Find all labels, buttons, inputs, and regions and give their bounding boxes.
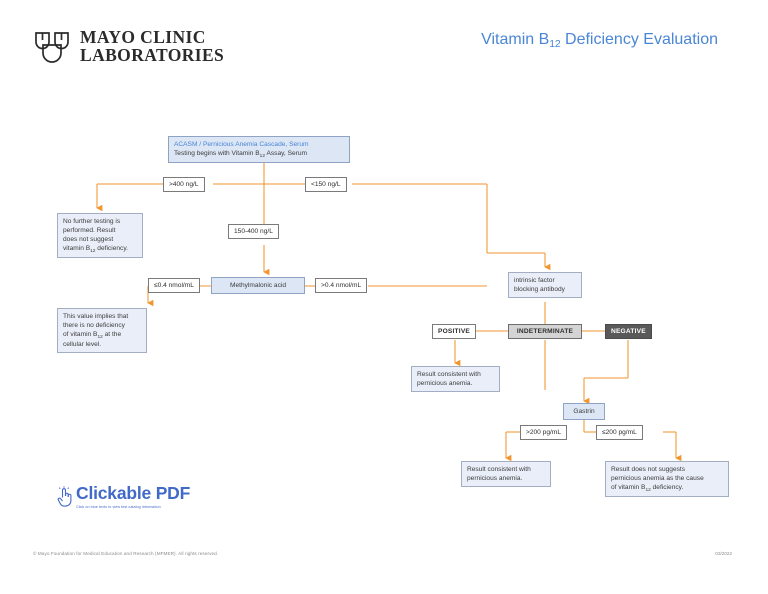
logo-wordmark: MAYO CLINIC LABORATORIES [80, 27, 225, 65]
label-ifba-negative: NEGATIVE [605, 324, 652, 339]
result-cellular-line-3: of vitamin B12 at the [63, 330, 141, 340]
clickable-pdf-notice[interactable]: Clickable PDF Click on blue texts to vie… [57, 484, 190, 510]
node-result-no-cellular-deficiency: This value implies that there is no defi… [57, 308, 147, 353]
result-not-pa-line-3-suffix: deficiency. [650, 484, 684, 491]
result-cellular-line-1: This value implies that [63, 313, 129, 320]
label-ifba-indeterminate: INDETERMINATE [508, 324, 582, 339]
node-root-desc-suffix: Assay, Serum [265, 150, 308, 157]
result-pa-gastrin-line-1: Result consistent with [467, 466, 531, 473]
node-gastrin-label: Gastrin [573, 408, 595, 415]
node-methylmalonic-acid[interactable]: Methylmalonic acid [211, 277, 305, 294]
ifba-line-2: blocking antibody [514, 286, 565, 293]
label-gastrin-high: >200 pg/mL [520, 425, 568, 440]
node-gastrin[interactable]: Gastrin [563, 403, 605, 420]
node-root-cascade[interactable]: ACASM / Pernicious Anemia Cascade, Serum… [168, 136, 350, 163]
logo-line-2: LABORATORIES [80, 44, 225, 65]
result-cellular-line-3-suffix: at the [102, 331, 122, 338]
node-root-desc-prefix: Testing begins with Vitamin B [174, 150, 260, 157]
label-mma-low: ≤0.4 nmol/mL [148, 278, 200, 293]
result-cellular-line-2: there is no deficiency [63, 322, 125, 329]
result-not-pa-line-3-sub: 12 [645, 487, 651, 493]
result-pa-positive-line-1: Result consistent with [417, 371, 481, 378]
logo-line-1: MAYO CLINIC [80, 27, 206, 47]
clickable-pdf-subtitle: Click on blue texts to view test catalog… [76, 505, 161, 509]
result-pa-positive-line-2: pernicious anemia. [417, 380, 473, 387]
node-result-no-further-testing: No further testing is performed. Result … [57, 213, 143, 258]
result-no-further-line-4-sub: 12 [90, 248, 96, 254]
result-cellular-line-4: cellular level. [63, 341, 102, 348]
page-title-subscript: 12 [549, 38, 561, 50]
label-ifba-positive: POSITIVE [432, 324, 477, 339]
mayo-shield-icon [35, 31, 69, 63]
mayo-clinic-laboratories-logo: MAYO CLINIC LABORATORIES [33, 27, 225, 65]
node-methylmalonic-acid-label: Methylmalonic acid [229, 282, 287, 289]
node-result-pernicious-anemia-positive: Result consistent with pernicious anemia… [411, 366, 500, 392]
result-not-pa-line-3-prefix: of vitamin B [611, 484, 646, 491]
page-title-suffix: Deficiency Evaluation [560, 31, 718, 48]
footer-date: 03/2022 [715, 551, 732, 556]
result-not-pa-line-1: Result does not suggests [611, 466, 686, 473]
result-no-further-line-4: vitamin B12 deficiency. [63, 244, 137, 254]
result-no-further-line-2: performed. Result [63, 227, 116, 234]
result-cellular-line-3-sub: 12 [97, 334, 103, 340]
result-not-pa-line-2: pernicious anemia as the cause [611, 475, 704, 482]
result-pa-gastrin-line-2: pernicious anemia. [467, 475, 523, 482]
result-no-further-line-4-suffix: deficiency. [95, 245, 128, 252]
result-cellular-line-3-prefix: of vitamin B [63, 331, 98, 338]
label-mma-high: >0.4 nmol/mL [315, 278, 368, 293]
pointer-hand-icon [57, 486, 72, 507]
node-root-description: Testing begins with Vitamin B12 Assay, S… [174, 149, 344, 159]
node-result-not-pernicious-anemia: Result does not suggests pernicious anem… [605, 461, 729, 497]
result-no-further-line-4-prefix: vitamin B [63, 245, 91, 252]
node-result-pernicious-anemia-gastrin: Result consistent with pernicious anemia… [461, 461, 551, 487]
label-b12-high: >400 ng/L [163, 177, 205, 192]
ifba-line-1: intrinsic factor [514, 277, 555, 284]
page-title-prefix: Vitamin B [481, 31, 550, 48]
node-intrinsic-factor-blocking-antibody[interactable]: intrinsic factor blocking antibody [508, 272, 582, 298]
node-root-test-code: ACASM / Pernicious Anemia Cascade, Serum [174, 141, 309, 148]
result-no-further-line-3: does not suggest [63, 236, 114, 243]
label-b12-mid: 150-400 ng/L [228, 224, 279, 239]
node-root-desc-sub: 12 [259, 153, 265, 159]
page-title: Vitamin B12 Deficiency Evaluation [481, 31, 718, 50]
result-not-pa-line-3: of vitamin B12 deficiency. [611, 483, 723, 493]
footer-copyright: © Mayo Foundation for Medical Education … [33, 551, 219, 556]
result-no-further-line-1: No further testing is [63, 218, 121, 225]
label-gastrin-low: ≤200 pg/mL [596, 425, 643, 440]
clickable-pdf-text: Clickable PDF Click on blue texts to vie… [76, 484, 190, 510]
clickable-pdf-title: Clickable PDF [76, 483, 191, 503]
label-b12-low: <150 ng/L [305, 177, 347, 192]
